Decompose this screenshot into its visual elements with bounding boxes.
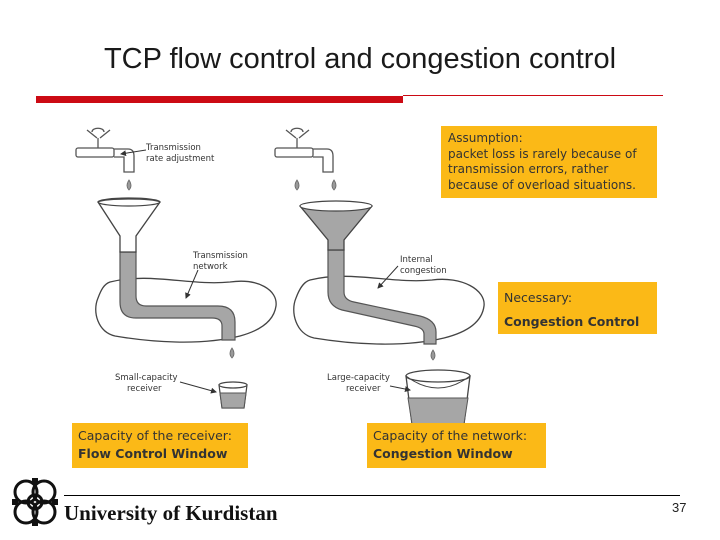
network-capacity-box: Capacity of the network: Congestion Wind… — [367, 423, 546, 468]
congestion-window-label: Congestion Window — [373, 446, 513, 461]
right-drop-icon-1 — [294, 179, 300, 191]
left-output-drop-icon — [229, 347, 235, 359]
arrow-small-receiver — [179, 381, 217, 394]
receiver-capacity-box: Capacity of the receiver: Flow Control W… — [72, 423, 248, 468]
left-faucet-icon — [75, 127, 135, 173]
large-bucket-icon — [405, 369, 471, 425]
label-large-receiver: Large-capacity receiver — [327, 373, 393, 394]
label-transmission-network: Transmission network — [192, 251, 251, 272]
label-transmission-rate: Transmission rate adjustment — [145, 143, 215, 164]
label-small-receiver: Small-capacity receiver — [115, 373, 180, 394]
left-funnel-icon — [97, 198, 161, 253]
right-pipe-water — [327, 249, 437, 345]
title-divider-line — [403, 95, 663, 96]
network-capacity-label: Capacity of the network: — [373, 428, 528, 443]
footer-divider-line — [64, 495, 680, 496]
assumption-line-1: Assumption: — [448, 131, 523, 145]
receiver-capacity-label: Capacity of the receiver: — [78, 428, 232, 443]
university-logo-icon — [12, 478, 58, 526]
necessary-label: Necessary: — [504, 290, 573, 305]
necessary-box: Necessary: Congestion Control — [498, 282, 657, 334]
assumption-box: Assumption: packet loss is rarely becaus… — [441, 126, 657, 198]
left-pipe-water — [119, 251, 236, 341]
right-drop-icon-2 — [331, 179, 337, 191]
page-number: 37 — [672, 500, 687, 515]
right-network-cloud — [293, 275, 485, 345]
assumption-line-3: transmission errors, rather — [448, 162, 609, 176]
assumption-line-2: packet loss is rarely because of — [448, 146, 637, 161]
slide-title: TCP flow control and congestion control — [103, 43, 617, 75]
small-bucket-icon — [218, 381, 248, 409]
arrow-rate-adjustment — [120, 149, 147, 157]
label-internal-congestion: Internal congestion — [400, 255, 447, 276]
right-faucet-icon — [274, 127, 334, 173]
flow-control-window-label: Flow Control Window — [78, 446, 228, 461]
arrow-large-receiver — [389, 385, 411, 392]
right-output-drop-icon — [430, 349, 436, 361]
arrow-network — [185, 269, 199, 299]
left-network-cloud — [95, 277, 277, 343]
title-accent-bar — [36, 96, 403, 103]
assumption-line-4: because of overload situations. — [448, 177, 636, 192]
congestion-control-label: Congestion Control — [504, 314, 640, 329]
arrow-internal-congestion — [377, 265, 399, 289]
university-name: University of Kurdistan — [64, 501, 278, 525]
left-drop-icon — [126, 179, 132, 191]
